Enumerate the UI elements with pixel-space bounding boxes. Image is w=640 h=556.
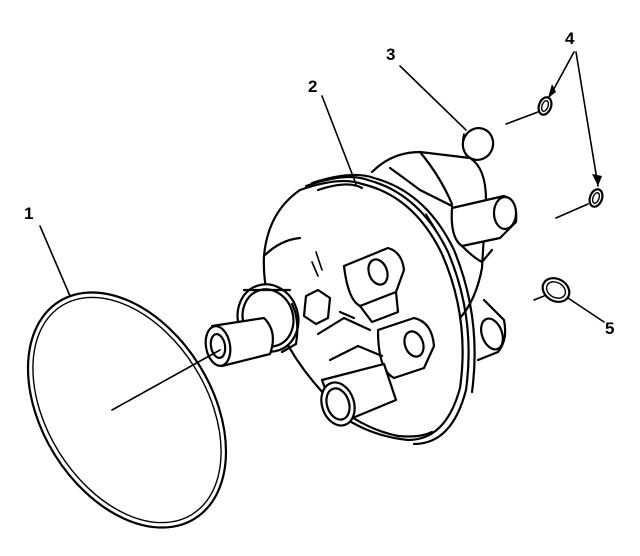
plug [461,127,495,161]
callout-3-label: 3 [386,45,396,64]
o-rings [537,96,604,208]
callout-4-label: 4 [565,29,575,48]
gasket-ring [26,291,228,529]
pump-housing [204,150,518,446]
seal [541,277,571,303]
callout-5-label: 5 [605,319,615,338]
callout-2-label: 2 [308,77,318,96]
callout-1-label: 1 [24,204,34,223]
leader-lines [39,51,605,411]
callout-arrowheads [548,84,602,186]
